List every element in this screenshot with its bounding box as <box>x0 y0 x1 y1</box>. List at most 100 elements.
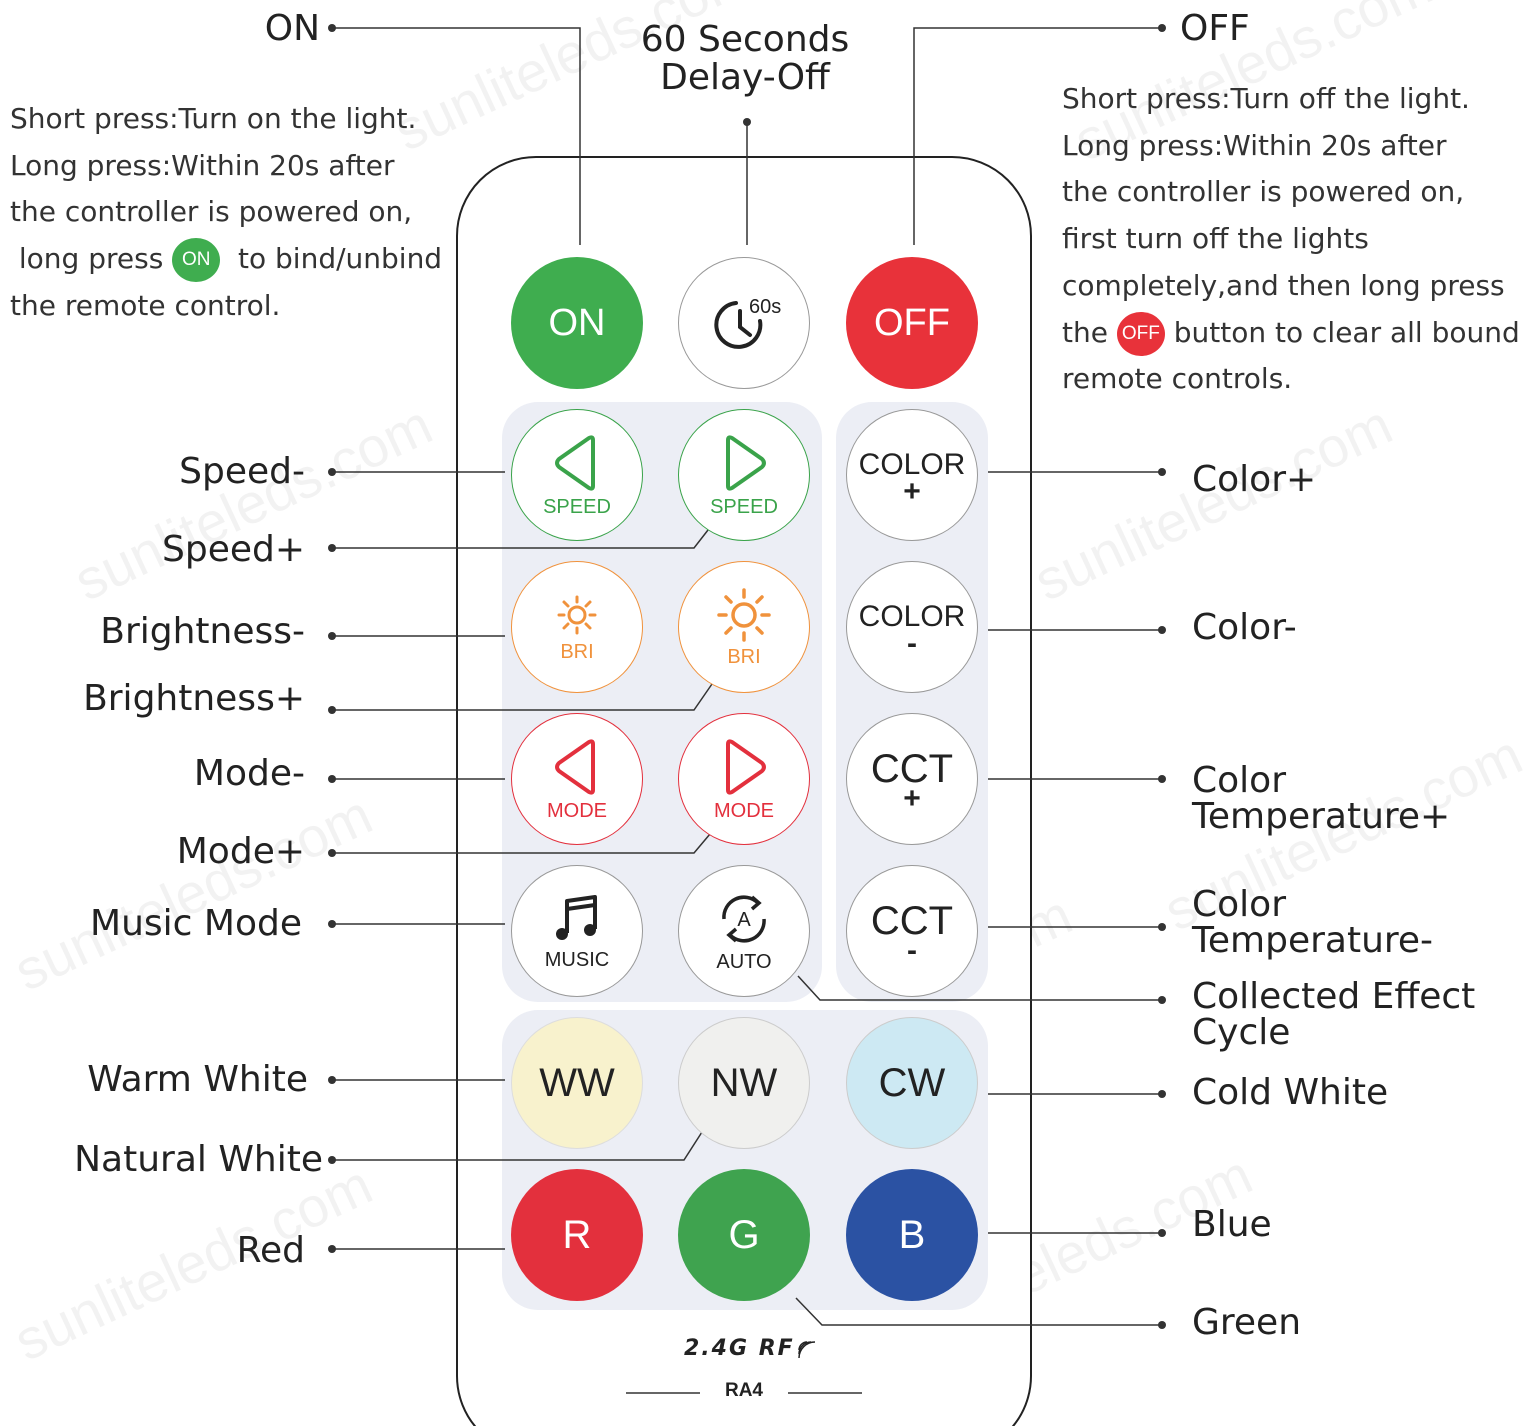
color-minus-button[interactable]: COLOR - <box>846 561 978 693</box>
on-note-line: Long press:Within 20s after <box>10 148 395 182</box>
callout-cycle-1: Collected Effect <box>1192 976 1476 1017</box>
callout-brightness-minus: Brightness- <box>100 611 305 652</box>
ww-label: WW <box>539 1061 615 1105</box>
music-note-icon <box>556 894 597 940</box>
music-label: MUSIC <box>544 948 610 971</box>
mode-up-label: MODE <box>714 799 774 822</box>
callout-warm-white: Warm White <box>87 1059 308 1100</box>
on-pill-icon: ON <box>172 238 221 283</box>
sun-large-icon <box>717 587 771 642</box>
nw-button[interactable]: NW <box>678 1017 810 1149</box>
callout-cold-white: Cold White <box>1192 1072 1389 1113</box>
triangle-left-icon <box>555 738 595 795</box>
triangle-right-icon <box>726 434 766 491</box>
off-note-line: Long press:Within 20s after <box>1062 128 1447 162</box>
sun-small-icon <box>557 595 597 634</box>
callout-mode-plus: Mode+ <box>176 831 305 872</box>
callout-delay-1: 60 Seconds <box>640 19 850 60</box>
on-note-line: Short press:Turn on the light. <box>10 102 417 135</box>
auto-cycle-icon: A <box>722 895 766 942</box>
red-label: R <box>562 1213 592 1257</box>
callout-cct-minus-1: Color <box>1192 884 1286 925</box>
callout-music-mode: Music Mode <box>90 903 302 944</box>
on-note-text: to bind/unbind <box>220 242 443 276</box>
callout-color-minus: Color- <box>1192 607 1297 648</box>
model-label: RA4 <box>724 1380 763 1401</box>
green-label: G <box>728 1213 760 1257</box>
on-note-line: the controller is powered on, <box>10 195 413 229</box>
cw-button[interactable]: CW <box>846 1017 978 1149</box>
off-pill-icon: OFF <box>1116 311 1165 356</box>
callout-cct-minus-2: Temperature- <box>1192 920 1434 961</box>
off-note-line: the controller is powered on, <box>1062 175 1465 209</box>
off-note-line: the OFF button to clear all bound <box>1062 310 1520 357</box>
blue-button[interactable]: B <box>846 1169 978 1301</box>
callout-cct-plus-1: Color <box>1192 760 1286 801</box>
callout-cycle-2: Cycle <box>1192 1012 1291 1053</box>
timer-icon: 60s <box>714 296 781 349</box>
signal-icon <box>797 1341 815 1359</box>
nw-label: NW <box>710 1061 778 1105</box>
on-note-line: the remote control. <box>10 288 281 322</box>
callout-blue: Blue <box>1192 1204 1272 1245</box>
callout-speed-plus: Speed+ <box>161 529 305 570</box>
triangle-left-icon <box>555 434 595 491</box>
color-plus-button[interactable]: COLOR + <box>846 409 978 541</box>
cw-label: CW <box>878 1061 946 1105</box>
mode-down-button[interactable]: MODE <box>511 713 643 845</box>
callout-on: ON <box>264 8 320 49</box>
off-note-text: button to clear all bound <box>1164 315 1520 349</box>
mode-down-label: MODE <box>547 799 607 822</box>
callout-brightness-plus: Brightness+ <box>83 678 305 719</box>
on-note: Short press:Turn on the light. Long pres… <box>10 96 442 330</box>
off-note-line: remote controls. <box>1062 362 1293 396</box>
auto-button[interactable]: A AUTO <box>678 865 810 997</box>
off-note-text: the <box>1062 315 1117 349</box>
on-button[interactable]: ON <box>511 257 643 389</box>
off-button[interactable]: OFF <box>846 257 978 389</box>
ww-button[interactable]: WW <box>511 1017 643 1149</box>
rf-label: 2.4G RF <box>684 1336 817 1361</box>
speed-down-button[interactable]: SPEED <box>511 409 643 541</box>
on-note-line: long press ON to bind/unbind <box>10 236 442 283</box>
color-plus-label: COLOR <box>858 448 966 481</box>
timer-button[interactable]: 60s <box>678 257 810 389</box>
mode-up-button[interactable]: MODE <box>678 713 810 845</box>
plus-icon: + <box>903 475 921 508</box>
timer-text: 60s <box>749 296 781 318</box>
bri-down-button[interactable]: BRI <box>511 561 643 693</box>
callout-green: Green <box>1192 1302 1302 1343</box>
callout-mode-minus: Mode- <box>193 753 305 794</box>
rf-text: 2.4G RF <box>684 1336 795 1361</box>
on-note-text: long press <box>10 242 173 276</box>
cct-minus-label: CCT <box>870 899 954 943</box>
callout-natural-white: Natural White <box>74 1139 323 1180</box>
cct-plus-label: CCT <box>870 747 954 791</box>
callout-off: OFF <box>1180 8 1250 49</box>
callout-delay-2: Delay-Off <box>660 57 830 98</box>
on-button-label: ON <box>548 302 606 344</box>
callout-red: Red <box>236 1230 305 1271</box>
off-note-line: completely,and then long press <box>1062 268 1505 302</box>
speed-down-label: SPEED <box>543 495 611 518</box>
blue-label: B <box>898 1213 926 1257</box>
minus-icon: - <box>907 627 917 660</box>
off-button-label: OFF <box>874 302 950 344</box>
plus-icon: + <box>903 782 921 815</box>
callout-speed-minus: Speed- <box>179 451 305 492</box>
bri-up-button[interactable]: BRI <box>678 561 810 693</box>
bri-up-label: BRI <box>727 645 761 668</box>
speed-up-button[interactable]: SPEED <box>678 409 810 541</box>
speed-up-label: SPEED <box>710 495 778 518</box>
cct-minus-button[interactable]: CCT - <box>846 865 978 997</box>
music-button[interactable]: MUSIC <box>511 865 643 997</box>
off-note-line: Short press:Turn off the light. <box>1062 82 1470 115</box>
green-button[interactable]: G <box>678 1169 810 1301</box>
color-minus-label: COLOR <box>858 600 966 633</box>
cct-plus-button[interactable]: CCT + <box>846 713 978 845</box>
red-button[interactable]: R <box>511 1169 643 1301</box>
off-note-line: first turn off the lights <box>1062 222 1369 256</box>
minus-icon: - <box>907 934 917 967</box>
